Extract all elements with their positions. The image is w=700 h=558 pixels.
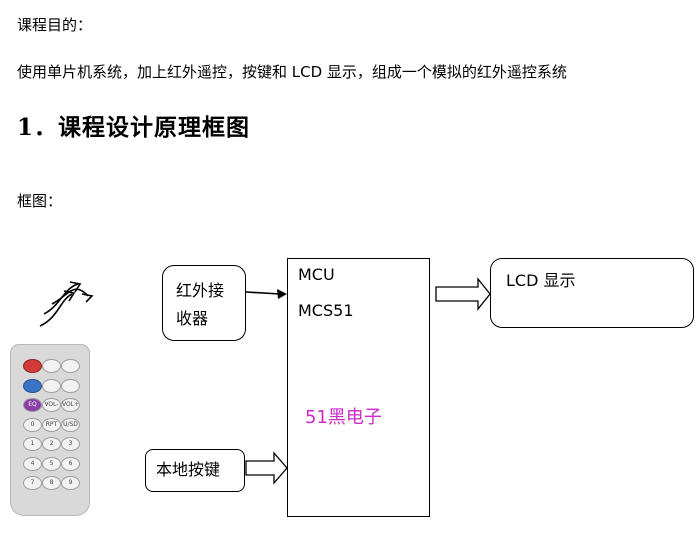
remote-button: 0 — [24, 418, 41, 431]
remote-button: VOL- — [43, 399, 60, 411]
remote-button: EQ — [24, 399, 41, 411]
mcu-box — [287, 258, 430, 517]
remote-button: RPT — [43, 418, 60, 431]
remote-button — [43, 360, 60, 372]
ir-receiver-box — [162, 265, 246, 341]
remote-button: 6 — [62, 457, 79, 470]
remote-button: 7 — [24, 477, 41, 489]
ir-receiver-label: 红外接收器 — [176, 281, 225, 328]
mcu-to-lcd-arrow — [435, 277, 491, 311]
remote-button — [24, 360, 41, 372]
remote-button: 4 — [24, 457, 41, 470]
local-keys-label: 本地按键 — [156, 460, 221, 479]
remote-button — [62, 379, 79, 392]
remote-button — [62, 360, 79, 372]
keys-to-mcu-arrow — [245, 451, 288, 485]
objective-label: 课程目的： — [17, 16, 93, 34]
ir-to-mcu-arrow — [245, 289, 287, 299]
mcu-model-label: MCS51 — [298, 301, 354, 320]
brand-label: 51黑电子 — [305, 407, 382, 428]
lcd-display-label: LCD 显示 — [506, 271, 576, 290]
remote-button: 5 — [43, 457, 60, 470]
ir-signal-icon — [39, 281, 94, 327]
remote-button: 9 — [62, 477, 79, 489]
diagram-label: 框图： — [17, 192, 63, 210]
remote-button: U/SD — [62, 418, 79, 431]
local-keys-box — [145, 449, 245, 492]
lcd-display-box — [490, 258, 694, 328]
mcu-label: MCU — [298, 265, 335, 284]
remote-button: 3 — [62, 438, 79, 450]
objective-text: 使用单片机系统，加上红外遥控，按键和 LCD 显示，组成一个模拟的红外遥控系统 — [17, 63, 567, 81]
remote-button: 1 — [24, 438, 41, 450]
remote-button — [24, 379, 41, 392]
remote-button: 8 — [43, 477, 60, 489]
remote-button — [43, 379, 60, 392]
remote-button: VOL+ — [62, 399, 79, 411]
remote-button: 2 — [43, 438, 60, 450]
section-heading: 1．课程设计原理框图 — [17, 114, 251, 141]
